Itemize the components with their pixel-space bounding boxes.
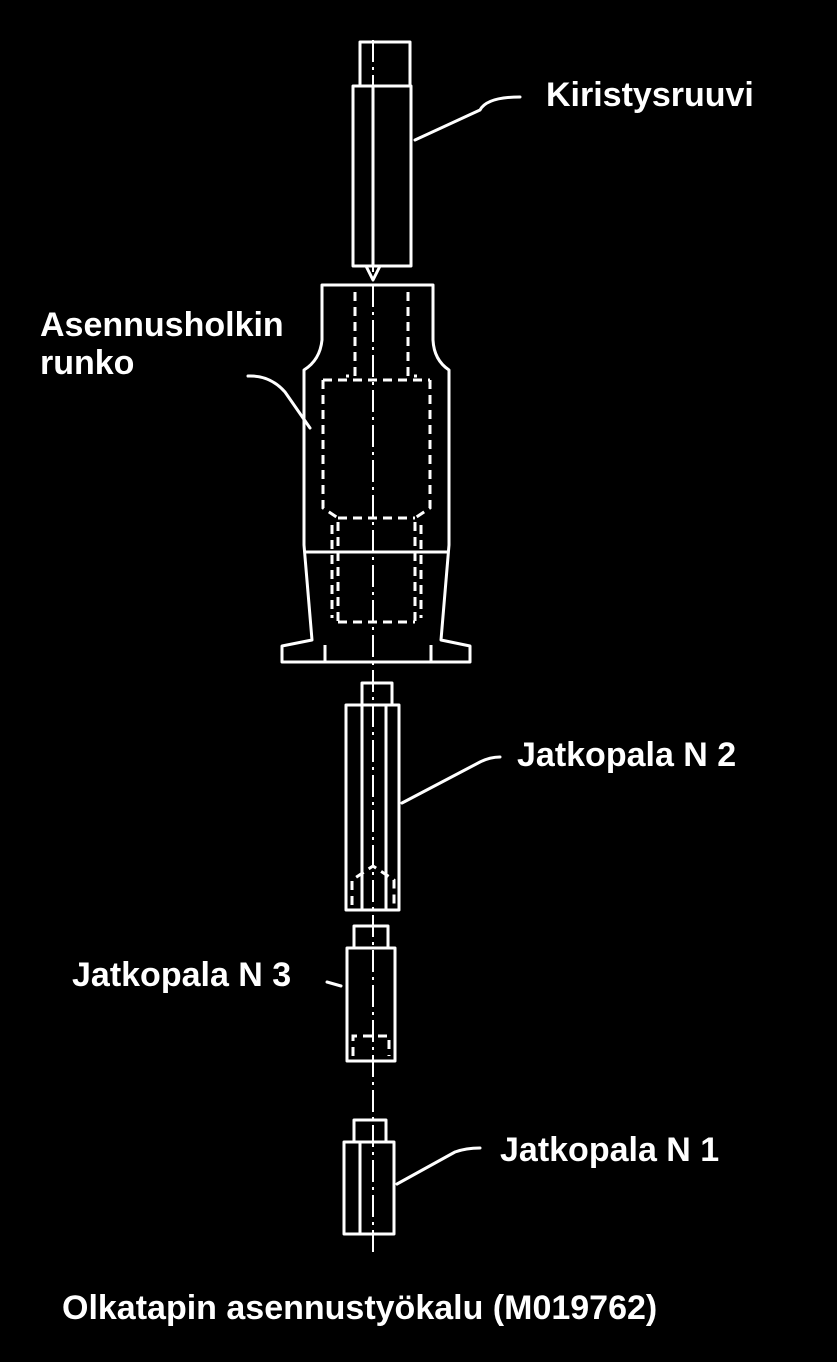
label-tightening-screw: Kiristysruuvi [546, 76, 754, 114]
leader-extension-n1 [395, 1146, 482, 1186]
label-sleeve-body-line1: Asennusholkin [40, 306, 284, 344]
figure-caption: Olkatapin asennustyökalu (M019762) [62, 1289, 658, 1327]
leader-extension-n2 [400, 755, 502, 805]
label-extension-n2: Jatkopala N 2 [517, 736, 737, 774]
label-extension-n3: Jatkopala N 3 [72, 956, 292, 994]
leader-sleeve-body [246, 374, 312, 430]
label-sleeve-body: Asennusholkin runko [40, 306, 284, 382]
sleeve-body-part [280, 283, 472, 664]
extension-n3-part [345, 924, 397, 1063]
label-extension-n1: Jatkopala N 1 [500, 1131, 720, 1169]
extension-n1-part [342, 1118, 396, 1236]
extension-n2-part [344, 681, 401, 912]
leader-extension-n3 [325, 980, 343, 988]
tightening-screw-part [351, 40, 413, 282]
leader-tightening-screw [413, 95, 522, 142]
label-sleeve-body-line2: runko [40, 344, 135, 382]
